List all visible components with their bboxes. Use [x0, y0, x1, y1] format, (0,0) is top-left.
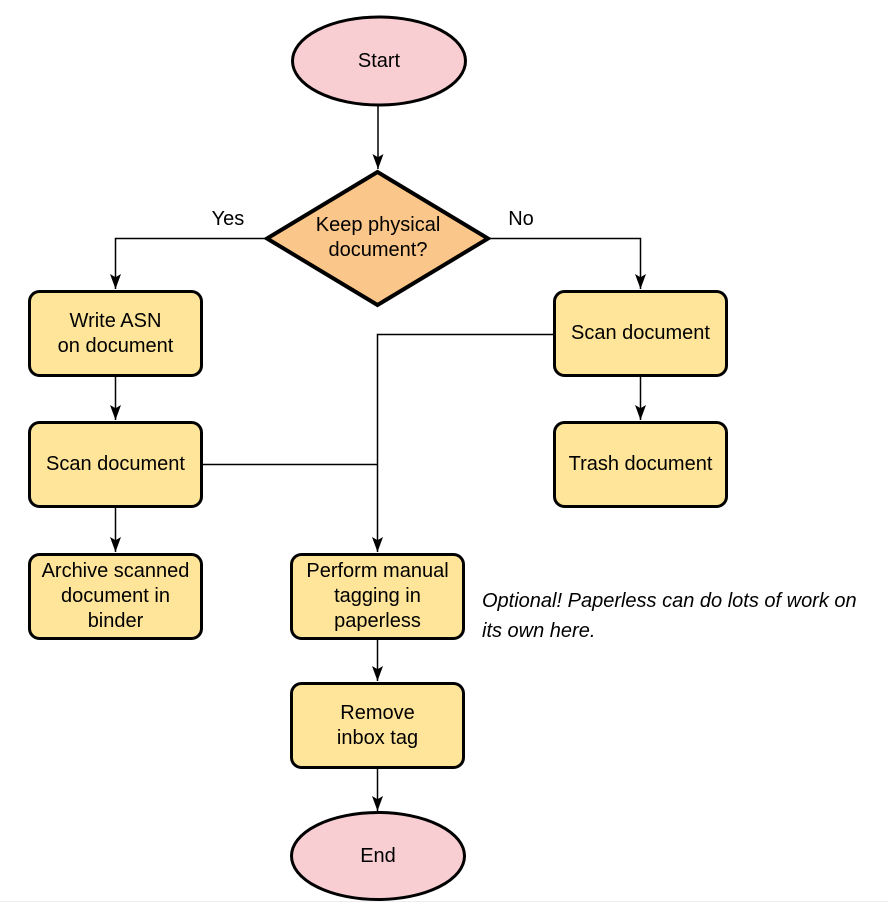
- scan-document-right-process-shape: [553, 290, 728, 377]
- manual-tagging-process-shape: [290, 553, 465, 640]
- edge-scan-right-to-tagging: [372, 333, 553, 552]
- scan-document-left-process-shape: [28, 421, 203, 508]
- end-terminator-shape: [290, 811, 466, 901]
- edge-label-no: No: [508, 208, 534, 230]
- optional-note: Optional! Paperless can do lots of work …: [482, 590, 857, 642]
- start-terminator-shape: [291, 15, 467, 107]
- edge-decision-yes-to-write-asn: [110, 237, 267, 289]
- decision-diamond-shape: [263, 169, 492, 308]
- remove-inbox-tag-process-shape: [290, 682, 465, 769]
- archive-process-shape: [28, 553, 203, 640]
- edge-label-yes: Yes: [211, 208, 245, 230]
- write-asn-process-shape: [28, 290, 203, 377]
- page-bottom-divider: [0, 901, 888, 902]
- trash-document-process-shape: [553, 421, 728, 508]
- edge-decision-no-to-scan-right: [488, 237, 646, 289]
